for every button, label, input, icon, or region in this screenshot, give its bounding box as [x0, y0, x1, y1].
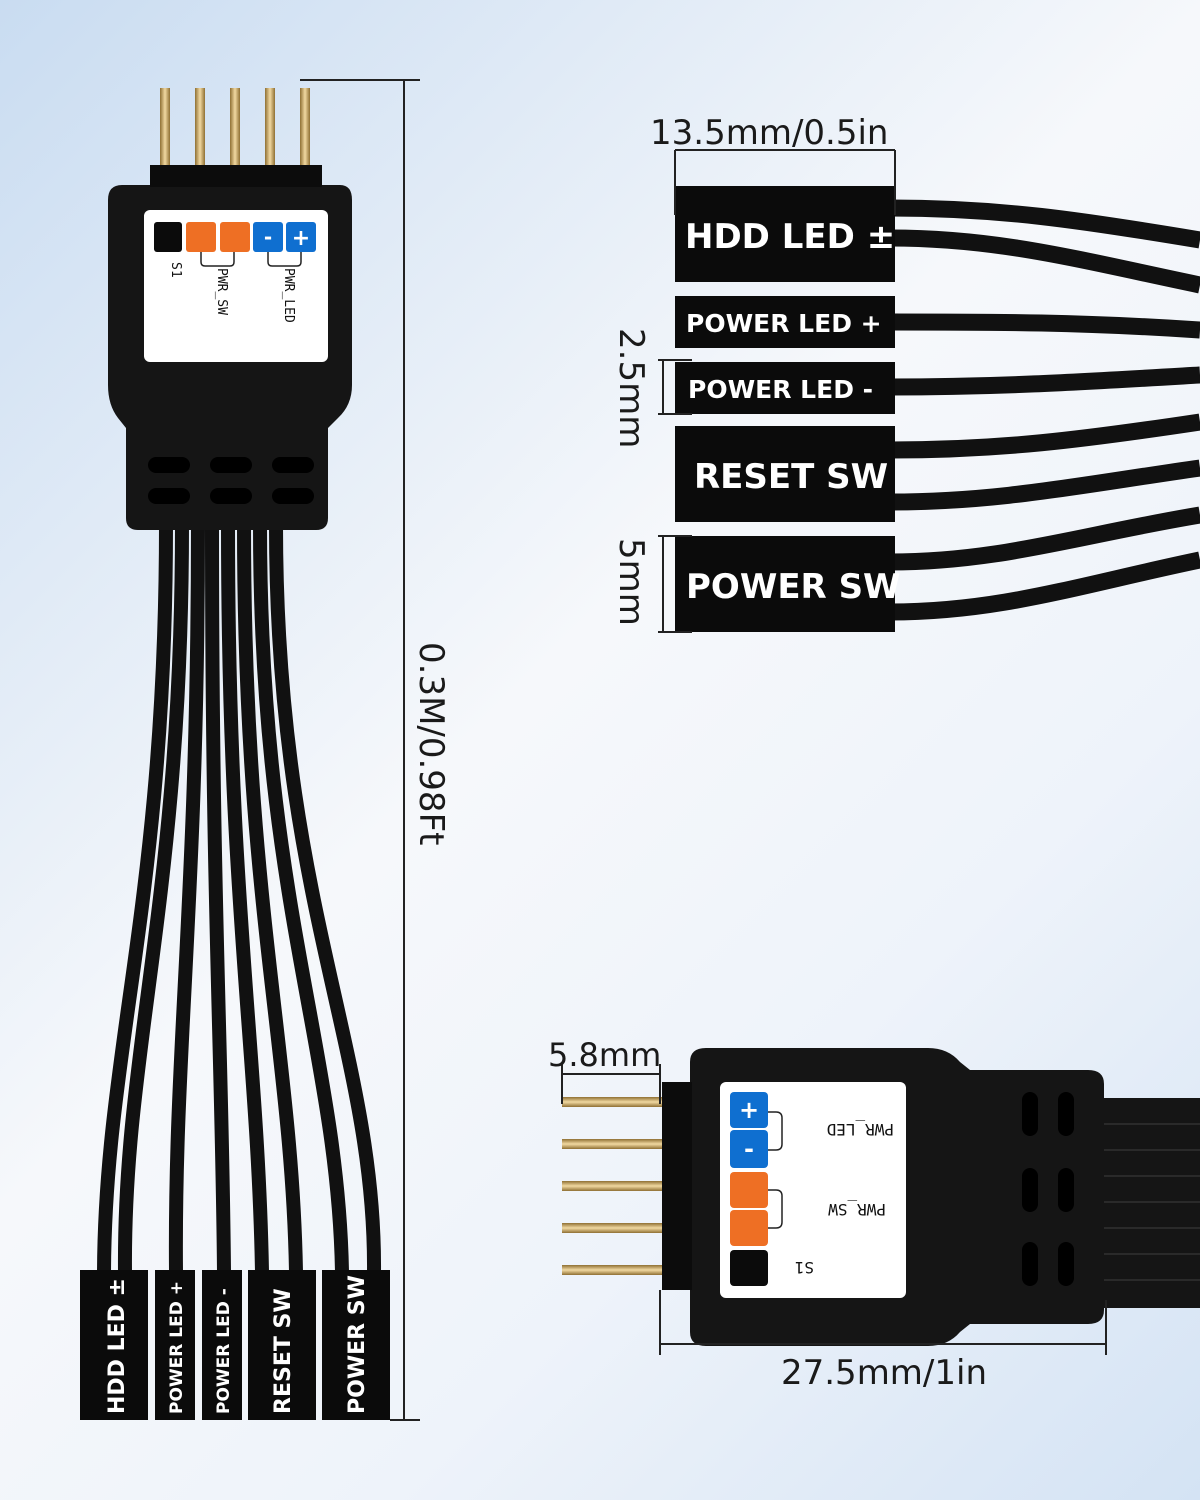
header-width-dimension [674, 149, 896, 215]
pin-orange-square-1 [186, 222, 216, 252]
header-stack-closeup: HDD LED ± POWER LED + POWER LED - RESET … [611, 113, 1200, 633]
vertical-cable-assembly: - + S1 PWR_SW PWR_LED HDD LED ± POWER LE… [80, 79, 451, 1421]
pitch-text: 2.5mm [611, 328, 651, 448]
pitch-dimension [658, 359, 692, 415]
header-stack-wires [889, 199, 1200, 621]
cable-length-dimension [300, 79, 420, 1421]
horizontal-vent-slots [1022, 1092, 1074, 1286]
connector-length-dimension [659, 1290, 1107, 1355]
pin-black-square [154, 222, 182, 252]
h-pin-orange-2 [730, 1210, 768, 1246]
h-pin-blue-minus [730, 1130, 768, 1168]
label-hdd-led: HDD LED ± [685, 217, 895, 257]
h-pin-black [730, 1250, 768, 1286]
h-s1-label: S1 [795, 1258, 814, 1277]
vertical-wires [97, 518, 382, 1279]
horizontal-header-pins [562, 1097, 672, 1275]
header-width-text: 13.5mm/0.5in [650, 113, 888, 153]
header-hdd-led [675, 186, 895, 282]
vertical-header-pins [160, 88, 310, 190]
connector-length-text: 27.5mm/1in [781, 1353, 987, 1393]
housing-height-text: 5mm [611, 538, 651, 626]
bottom-label-reset-sw: RESET SW [271, 1288, 296, 1414]
horizontal-connector-assembly: + - PWR_LED PWR_SW S1 5.8mm 27.5mm/1in [548, 1036, 1200, 1393]
h-plus-sign: + [739, 1096, 759, 1124]
pin-length-dimension [561, 1064, 661, 1104]
h-pin-orange-1 [730, 1172, 768, 1208]
h-pwr-sw-label: PWR_SW [828, 1200, 886, 1219]
header-power-sw [675, 536, 895, 632]
pwr-led-label: PWR_LED [281, 268, 296, 323]
vertical-vent-slots [148, 457, 314, 504]
header-power-led-minus [675, 362, 895, 414]
label-reset-sw: RESET SW [694, 457, 888, 497]
label-power-led-minus: POWER LED - [688, 375, 873, 404]
h-minus-sign: - [744, 1135, 754, 1163]
bottom-label-hdd-led: HDD LED ± [105, 1278, 130, 1414]
bottom-label-power-led-minus: POWER LED - [214, 1288, 234, 1414]
pwr-sw-label: PWR_SW [214, 268, 229, 315]
bottom-label-power-sw: POWER SW [345, 1275, 370, 1414]
pin-length-text: 5.8mm [548, 1036, 661, 1074]
label-power-sw: POWER SW [686, 567, 901, 607]
bottom-header-housings: HDD LED ± POWER LED + POWER LED - RESET … [80, 1270, 390, 1420]
bottom-label-power-led-plus: POWER LED + [167, 1281, 187, 1414]
pin-blue-square-minus [253, 222, 283, 252]
header-power-led-plus [675, 296, 895, 348]
housing-height-dimension [658, 535, 692, 633]
header-reset-sw [675, 426, 895, 522]
cable-length-text: 0.3M/0.98Ft [411, 642, 451, 845]
pin-orange-square-2 [220, 222, 250, 252]
plus-sign: + [292, 226, 310, 251]
h-pwr-led-label: PWR_LED [827, 1120, 894, 1139]
pin-blue-square-plus [286, 222, 316, 252]
h-pin-blue-plus [730, 1092, 768, 1128]
label-power-led-plus: POWER LED + [686, 309, 882, 338]
minus-sign: - [264, 225, 272, 249]
s1-label: S1 [168, 262, 183, 278]
